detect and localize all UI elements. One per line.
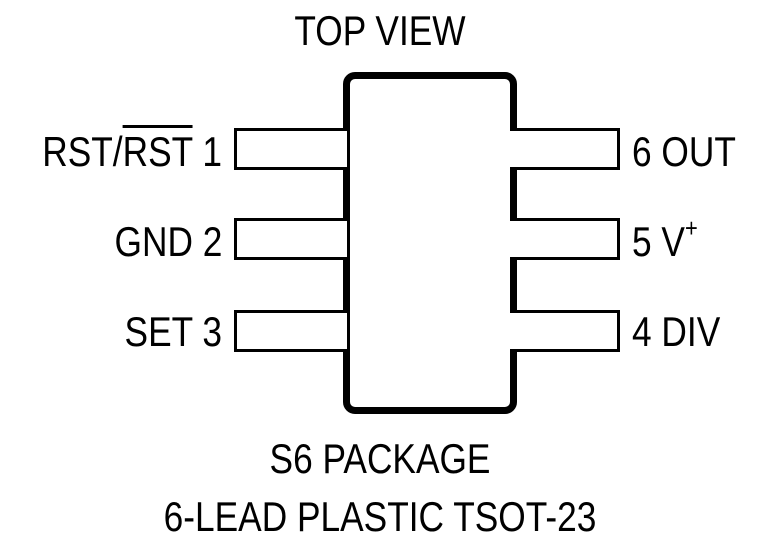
ic-package-body [343,72,517,414]
pin-2-label: GND 2 [114,218,222,265]
package-name: S6 PACKAGE [269,435,491,482]
pin-5-lead [510,218,620,260]
pin-6-lead [510,128,620,170]
pin-1-label-number: 1 [192,128,222,175]
pin-1-label-overbar: RST [122,128,193,175]
package-description: 6-LEAD PLASTIC TSOT-23 [163,493,597,540]
pin-5-label-superscript: + [684,213,698,243]
pin-6-label: 6 OUT [632,128,736,175]
pin-5-label-text: 5 V [632,218,685,265]
pin-2-lead [234,218,347,260]
pin-3-label: SET 3 [124,308,222,355]
pin-5-label: 5 V+ [632,215,698,265]
pin-4-label: 4 DIV [632,308,721,355]
pin-1-label: RST/RST 1 [42,131,222,173]
pin-1-label-prefix: RST/ [42,128,123,175]
pin-3-lead [234,310,347,352]
pin-4-lead [510,310,620,352]
diagram-title: TOP VIEW [294,7,466,54]
pin-1-lead [234,128,347,170]
